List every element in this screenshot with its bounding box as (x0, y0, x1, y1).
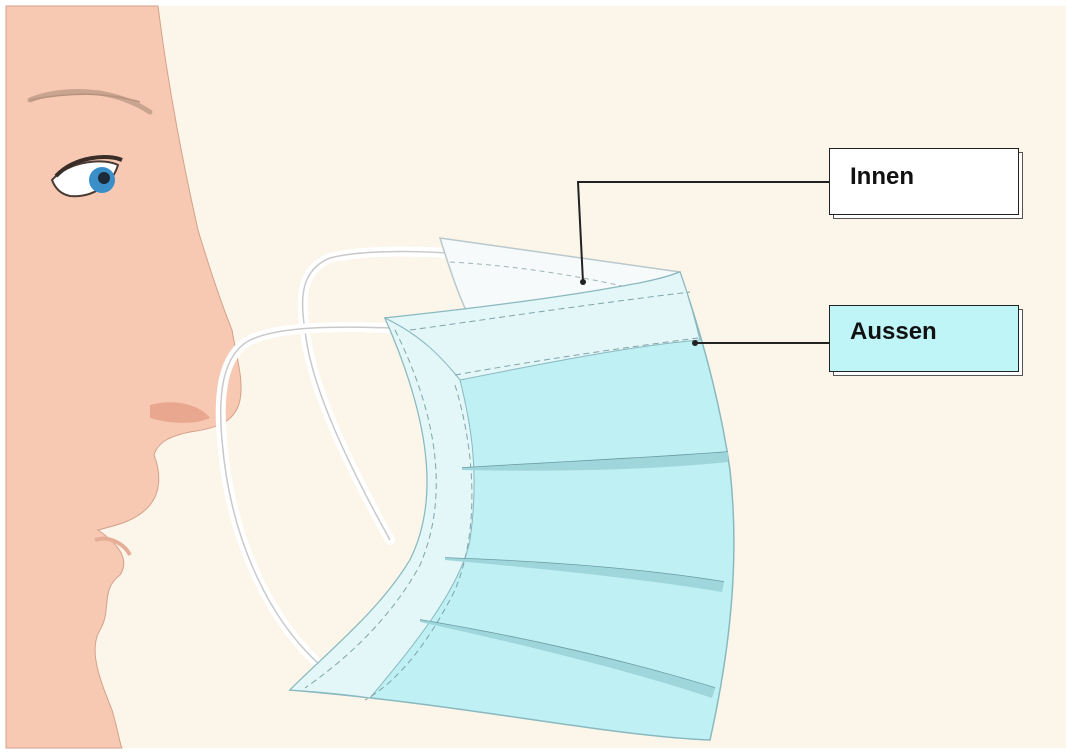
label-inner: Innen (829, 148, 1019, 215)
label-outer: Aussen (829, 305, 1019, 372)
